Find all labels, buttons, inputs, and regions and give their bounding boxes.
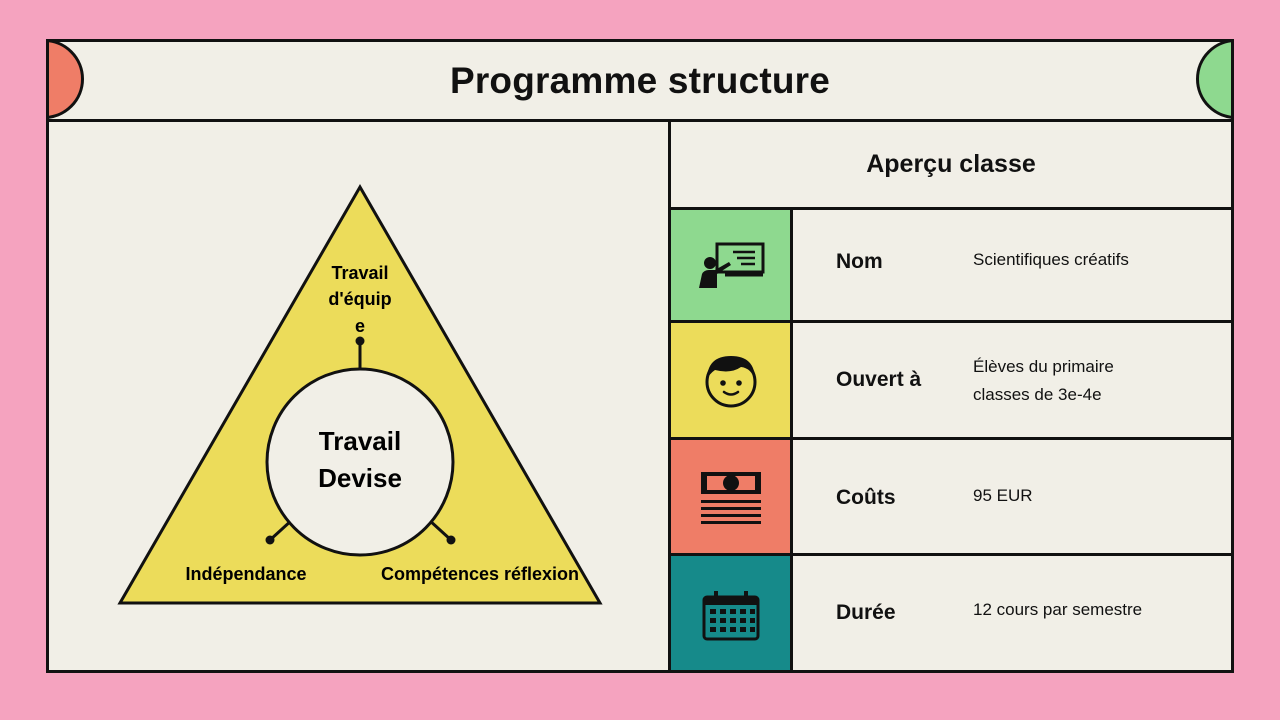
overview-row-name: Nom Scientifiques créatifs (671, 210, 1231, 323)
overview-row-audience: Ouvert à Élèves du primaire classes de 3… (671, 323, 1231, 440)
row-label: Ouvert à (836, 368, 922, 391)
overview-row-cost: Coûts 95 EUR (671, 440, 1231, 556)
row-value-line-1: Élèves du primaire (973, 357, 1114, 376)
row-icon-cell (671, 323, 793, 437)
overview-heading: Aperçu classe (671, 122, 1231, 210)
connector-left-dot (265, 535, 275, 545)
overview-row-duration: Durée 12 cours par semestre (671, 556, 1231, 670)
green-half-circle-decoration (1196, 42, 1231, 119)
class-overview-panel: Aperçu classe Nom Scientifiques créatifs (671, 122, 1231, 670)
student-face-icon (705, 356, 756, 408)
connector-top-dot (355, 336, 365, 346)
top-label-line-3: e (355, 316, 365, 336)
teacher-board-icon (698, 242, 764, 288)
row-label: Coûts (836, 486, 896, 509)
row-icon-cell (671, 440, 793, 553)
page-title: Programme structure (449, 59, 831, 101)
row-icon-cell (671, 210, 793, 320)
center-label-line-1: Travail (319, 426, 401, 456)
row-label: Nom (836, 250, 883, 273)
left-label: Indépendance (185, 564, 306, 584)
row-label: Durée (836, 601, 896, 624)
row-icon-cell (671, 556, 793, 670)
slide-frame: Programme structure Travail Devise Trava… (46, 39, 1234, 673)
triangle-diagram: Travail Devise Travail d'équip e Indépen… (117, 183, 603, 605)
row-value-line-2: classes de 3e-4e (973, 385, 1102, 404)
top-label-line-1: Travail (331, 263, 388, 283)
center-circle (265, 367, 455, 557)
red-half-circle-decoration (49, 42, 84, 119)
title-bar: Programme structure (49, 42, 1231, 122)
right-label: Compétences réflexion (381, 564, 579, 584)
center-label-line-2: Devise (318, 463, 402, 493)
diagram-panel: Travail Devise Travail d'équip e Indépen… (49, 122, 671, 670)
row-value-line-1: 12 cours par semestre (973, 600, 1143, 619)
connector-right-dot (446, 535, 456, 545)
calendar-icon (702, 591, 759, 641)
money-stack-icon (700, 471, 761, 524)
top-label-line-2: d'équip (328, 289, 391, 309)
row-value-line-1: 95 EUR (973, 486, 1033, 505)
row-value-line-1: Scientifiques créatifs (973, 250, 1129, 269)
